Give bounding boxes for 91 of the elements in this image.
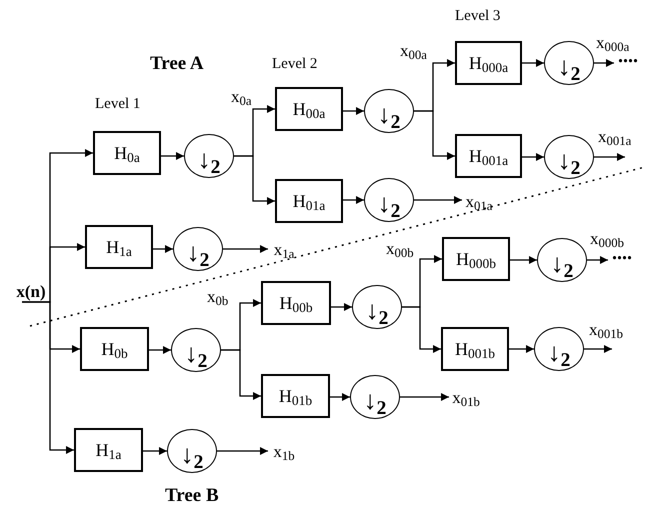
filter-label: H$_{00b}$ xyxy=(279,294,313,312)
filter-label: H$_{000a}$ xyxy=(468,54,508,72)
arrow xyxy=(343,196,364,204)
arrow xyxy=(509,345,534,353)
filter-box xyxy=(261,281,331,325)
downsampler-circle xyxy=(544,135,594,179)
tree-title: Tree B xyxy=(165,485,219,506)
arrow xyxy=(331,303,352,311)
arrow xyxy=(217,447,268,455)
filter-label: H$_{0a}$ xyxy=(114,144,140,162)
signal-label: x$_{001a}$ xyxy=(598,128,632,145)
arrow xyxy=(510,256,537,264)
filter-box xyxy=(455,41,522,85)
signal-label: x$_{0a}$ xyxy=(231,87,252,106)
arrow xyxy=(234,155,275,205)
signal-label: x$_{0b}$ xyxy=(207,287,228,306)
arrow xyxy=(143,447,167,455)
filter-box xyxy=(80,327,149,371)
downsampler-circle xyxy=(184,134,234,178)
arrow xyxy=(149,346,171,354)
signal-label: x$_{01a}$ xyxy=(466,192,492,210)
downsample-symbol: ↓$_{2}$ xyxy=(198,147,220,173)
filter-label: H$_{000b}$ xyxy=(456,250,496,268)
arrow xyxy=(22,301,74,454)
filter-box xyxy=(74,428,143,472)
arrow xyxy=(402,306,441,353)
filter-label: H$_{001a}$ xyxy=(468,147,508,165)
filter-label: H$_{001b}$ xyxy=(455,340,495,358)
arrow xyxy=(414,196,462,204)
filter-box xyxy=(85,225,153,269)
filter-label: H$_{00a}$ xyxy=(292,100,326,118)
downsampler-circle xyxy=(350,375,400,419)
downsample-symbol: ↓$_{2}$ xyxy=(364,388,386,414)
filter-label: H$_{1a}$ xyxy=(96,441,122,459)
filter-box xyxy=(261,374,330,418)
downsample-symbol: ↓$_{2}$ xyxy=(558,54,580,80)
filter-box xyxy=(275,179,343,223)
arrow xyxy=(400,393,449,401)
level-label: Level 2 xyxy=(272,56,318,72)
downsampler-circle xyxy=(352,285,402,329)
downsample-symbol: ↓$_{2}$ xyxy=(378,191,400,217)
downsampler-circle xyxy=(171,328,221,372)
tree-title: Tree A xyxy=(150,53,204,74)
arrow xyxy=(223,245,268,253)
signal-label: x$_{01b}$ xyxy=(452,388,480,406)
downsample-symbol: ↓$_{2}$ xyxy=(558,148,580,174)
arrow xyxy=(221,349,261,400)
arrow xyxy=(343,107,364,115)
filter-label: H$_{1a}$ xyxy=(106,238,132,256)
signal-label: x$_{00b}$ xyxy=(386,239,414,258)
filter-box xyxy=(442,237,510,281)
downsample-symbol: ↓$_{2}$ xyxy=(184,341,208,367)
signal-label: x$_{000b}$ xyxy=(590,230,624,247)
signal-label: x$_{000a}$ xyxy=(596,34,630,51)
downsampler-circle xyxy=(364,178,414,222)
signal-label: x$_{1b}$ xyxy=(273,442,295,460)
arrow xyxy=(587,256,608,264)
arrow xyxy=(330,393,350,401)
arrow xyxy=(584,345,612,353)
downsampler-circle xyxy=(534,327,584,371)
downsampler-circle xyxy=(167,429,217,473)
downsample-symbol: ↓$_{2}$ xyxy=(378,102,400,128)
arrow xyxy=(594,59,614,67)
downsample-symbol: ↓$_{2}$ xyxy=(180,442,204,468)
downsampler-circle xyxy=(544,41,594,85)
arrow xyxy=(161,152,184,160)
arrow xyxy=(522,59,544,67)
downsampler-circle xyxy=(173,227,223,271)
filter-label: H$_{0b}$ xyxy=(101,340,128,358)
filter-box xyxy=(93,131,161,175)
input-signal-label: x(n) xyxy=(16,282,46,300)
level-label: Level 1 xyxy=(95,96,140,112)
signal-label: x$_{001b}$ xyxy=(589,321,623,338)
level-label: Level 3 xyxy=(455,8,500,24)
signal-label: x$_{1a}$ xyxy=(274,240,294,258)
filter-box xyxy=(455,134,522,178)
downsample-symbol: ↓$_{2}$ xyxy=(550,251,574,277)
filter-label: H$_{01a}$ xyxy=(292,192,326,210)
filter-label: H$_{01b}$ xyxy=(278,387,312,405)
arrow xyxy=(414,110,455,160)
signal-label: x$_{00a}$ xyxy=(400,41,427,60)
arrow xyxy=(522,153,544,161)
arrow xyxy=(153,245,173,253)
filter-box xyxy=(275,87,343,131)
arrow xyxy=(594,153,625,161)
downsample-symbol: ↓$_{2}$ xyxy=(366,298,388,324)
downsample-symbol: ↓$_{2}$ xyxy=(548,340,570,366)
filter-box xyxy=(441,327,509,371)
downsample-symbol: ↓$_{2}$ xyxy=(186,240,210,266)
downsampler-circle xyxy=(364,89,414,133)
downsampler-circle xyxy=(537,238,587,282)
